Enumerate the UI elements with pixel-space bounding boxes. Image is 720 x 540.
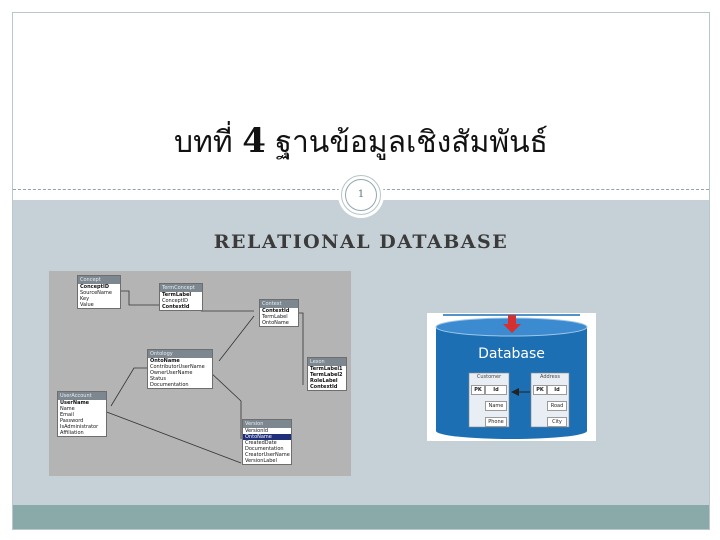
er-field: TermLabel2 xyxy=(310,372,343,378)
customer-pk-marker: PK xyxy=(471,385,485,395)
database-cylinder-image: Database Customer Address PK Id Name PK … xyxy=(427,313,596,441)
rel-ontology-context xyxy=(218,315,255,362)
rel-concept-termconcept xyxy=(119,290,159,306)
rel-useraccount-version xyxy=(103,410,242,464)
rel-ontology-useraccount xyxy=(110,367,147,407)
er-field: CreatorUserName xyxy=(245,452,290,458)
er-field: Name xyxy=(60,406,75,412)
er-field-selected: OntoName xyxy=(243,434,291,440)
er-table-title: Concept xyxy=(78,276,120,284)
er-field: Documentation xyxy=(150,382,189,388)
er-table-ontology: Ontology OntoName ContributorUserName Ow… xyxy=(147,349,213,389)
er-field: ConceptID xyxy=(162,298,189,304)
er-field: TermLabel xyxy=(162,292,192,298)
er-field: Password xyxy=(60,418,84,424)
page-number-badge: 1 xyxy=(341,175,381,215)
er-table-termconcept: TermConcept TermLabel ConceptID ContextI… xyxy=(159,283,203,311)
er-table-title: TermConcept xyxy=(160,284,202,292)
rel-ontology-version xyxy=(208,370,242,439)
er-field: Email xyxy=(60,412,74,418)
er-field: VersionLabel xyxy=(245,458,277,464)
title-chapter-number: 4 xyxy=(242,121,266,161)
er-table-title: UserAccount xyxy=(58,392,106,400)
er-field: Key xyxy=(80,296,90,302)
title-area: บทที่ 4 ฐานข้อมูลเชิงสัมพันธ์ xyxy=(13,13,709,189)
slide-title: บทที่ 4 ฐานข้อมูลเชิงสัมพันธ์ xyxy=(13,121,709,163)
er-field: ContributorUserName xyxy=(150,364,205,370)
slide-subtitle: RELATIONAL DATABASE xyxy=(213,231,509,253)
er-field: Documentation xyxy=(245,446,284,452)
er-field: OwnerUserName xyxy=(150,370,193,376)
customer-id-field: Id xyxy=(485,385,507,395)
er-field: RoleLabel xyxy=(310,378,338,384)
address-city-field: City xyxy=(547,417,567,427)
er-field: SourceName xyxy=(80,290,112,296)
er-table-lexon: Lexon TermLabel1 TermLabel2 RoleLabel Co… xyxy=(307,357,347,391)
address-id-field: Id xyxy=(547,385,567,395)
er-table-title: Lexon xyxy=(308,358,346,366)
er-table-title: Ontology xyxy=(148,350,212,358)
er-field: ContextId xyxy=(310,384,338,390)
address-road-field: Road xyxy=(547,401,567,411)
footer-band xyxy=(13,505,709,529)
er-field: Status xyxy=(150,376,166,382)
er-field: VersionId xyxy=(245,428,269,434)
er-table-title: Version xyxy=(243,420,291,428)
er-field: ContextId xyxy=(162,304,190,310)
er-table-context: Context ContextId TermLabel OntoName xyxy=(259,299,299,327)
customer-table-title: Customer xyxy=(476,374,502,380)
customer-name-field: Name xyxy=(485,401,507,411)
er-field: IsAdministrator xyxy=(60,424,99,430)
customer-phone-field: Phone xyxy=(485,417,507,427)
er-field: TermLabel1 xyxy=(310,366,343,372)
er-field: CreatedDate xyxy=(245,440,277,446)
er-table-useraccount: UserAccount UserName Name Email Password… xyxy=(57,391,107,437)
er-field: Affiliation xyxy=(60,430,84,436)
database-label: Database xyxy=(478,346,545,362)
database-cylinder-icon xyxy=(435,313,588,439)
er-field: ContextId xyxy=(262,308,290,314)
address-pk-marker: PK xyxy=(533,385,547,395)
er-field: UserName xyxy=(60,400,90,406)
er-field: OntoName xyxy=(262,320,289,326)
slide: บทที่ 4 ฐานข้อมูลเชิงสัมพันธ์ 1 RELATION… xyxy=(12,12,710,530)
page-number: 1 xyxy=(345,179,377,211)
er-table-title: Context xyxy=(260,300,298,308)
er-table-version: Version VersionId OntoName CreatedDate D… xyxy=(242,419,292,465)
title-prefix: บทที่ xyxy=(174,125,233,160)
address-table-title: Address xyxy=(540,374,560,380)
er-field: Value xyxy=(80,302,94,308)
er-field: TermLabel xyxy=(262,314,288,320)
er-field: OntoName xyxy=(150,358,180,364)
title-thai-text: ฐานข้อมูลเชิงสัมพันธ์ xyxy=(275,125,548,160)
er-table-concept: Concept ConceptID SourceName Key Value xyxy=(77,275,121,309)
er-field: ConceptID xyxy=(80,284,109,290)
er-diagram-image: Concept ConceptID SourceName Key Value T… xyxy=(49,271,351,476)
